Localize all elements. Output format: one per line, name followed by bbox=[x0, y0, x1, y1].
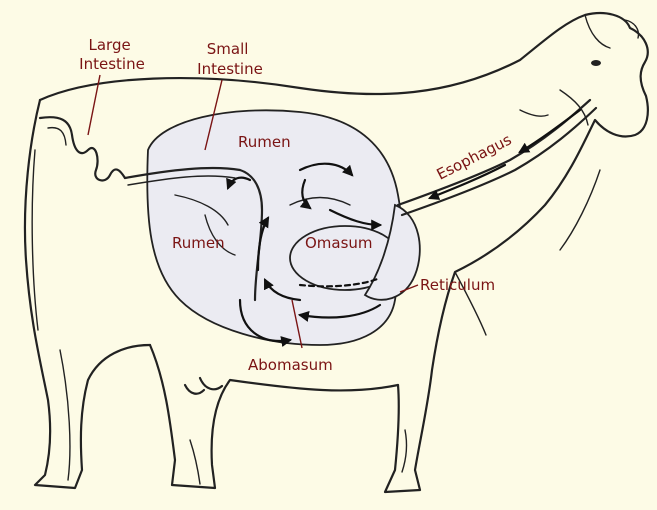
reticulum-label: Reticulum bbox=[420, 276, 495, 294]
omasum-label: Omasum bbox=[305, 234, 373, 252]
abomasum-label: Abomasum bbox=[248, 356, 333, 374]
small-intestine-label: Small Intestine bbox=[197, 40, 263, 78]
rumen-left-label: Rumen bbox=[172, 234, 225, 252]
large-intestine-tube bbox=[40, 117, 125, 180]
eye-icon bbox=[591, 60, 601, 66]
rumen-top-label: Rumen bbox=[238, 133, 291, 151]
large-intestine-label: Large Intestine bbox=[79, 36, 145, 73]
